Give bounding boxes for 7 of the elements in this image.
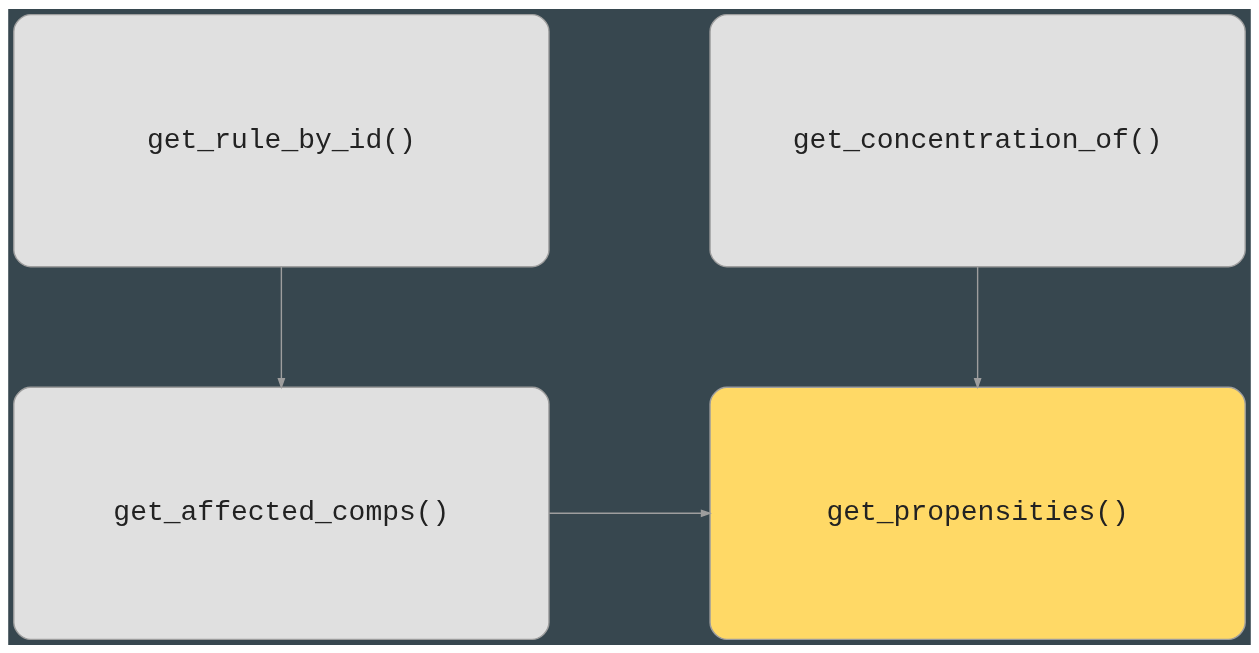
arrow: [277, 265, 286, 389]
node-box: get_affected_comps(): [13, 386, 550, 640]
node-box: get_concentration_of(): [709, 13, 1246, 267]
arrow: [973, 265, 982, 389]
arrow: [548, 508, 713, 517]
node-box: get_propensities(): [709, 386, 1246, 640]
node-box: get_rule_by_id(): [13, 13, 550, 267]
